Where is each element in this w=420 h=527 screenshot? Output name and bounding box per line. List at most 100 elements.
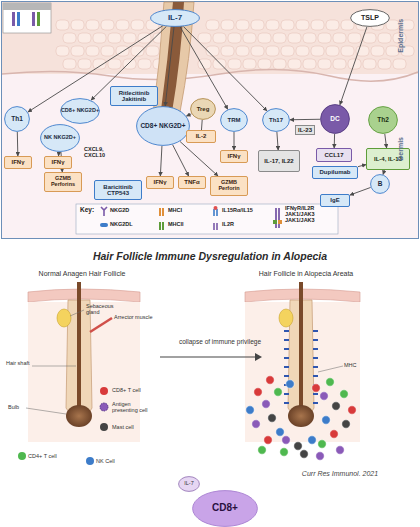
epidermal-cell <box>146 46 159 56</box>
layer-label: Dermis <box>397 124 405 174</box>
node-body: IFNγ <box>45 157 71 168</box>
cytokine-box: Ritlecitinib Jakitinib <box>110 86 158 106</box>
node-body: B <box>370 174 390 194</box>
cytokine-box: IgE <box>320 194 350 207</box>
cell-shape <box>371 175 390 194</box>
legend-entry: NKG2D <box>110 207 158 213</box>
epidermal-cell <box>131 20 144 30</box>
infiltrating-cell <box>276 428 284 436</box>
node-body: Th1 <box>4 106 30 132</box>
epidermal-cell <box>311 46 324 56</box>
node-body: IL-7 <box>150 9 200 27</box>
key-symbol <box>160 208 163 216</box>
mhc-symbol <box>313 339 318 341</box>
epidermal-cell <box>348 33 361 43</box>
cell-node: TRM <box>220 108 248 132</box>
receptor-inset <box>3 3 51 33</box>
node-text: TSLP <box>361 14 379 21</box>
key-frame <box>76 204 338 234</box>
infiltrating-cell <box>254 388 262 396</box>
cell-key <box>100 403 108 411</box>
epidermal-cell <box>56 20 69 30</box>
cell-key <box>86 457 94 465</box>
signal-arrow <box>160 146 162 176</box>
epidermal-cell <box>71 20 84 30</box>
node-text: IL-2 <box>196 133 207 139</box>
epidermal-cell <box>341 46 354 56</box>
layer-label: Epidermis <box>397 11 405 61</box>
mhc-symbol <box>313 357 318 359</box>
node-text: IgE <box>330 197 339 203</box>
epidermal-cell <box>288 33 301 43</box>
edge-label: IL-23 <box>295 125 315 136</box>
infiltrating-cell <box>268 414 276 422</box>
cytokine-box: IFNγ <box>4 156 32 169</box>
alopecia-follicle <box>279 309 293 327</box>
annotation-label: Hair shaft <box>6 360 32 366</box>
epidermal-cell <box>108 59 121 69</box>
epidermal-cell <box>243 33 256 43</box>
annotation-label: Key: <box>80 206 100 213</box>
annotation-label: Sebaceous gland <box>86 303 126 315</box>
epidermal-cell <box>281 20 294 30</box>
receptor-inset <box>12 12 15 26</box>
infiltrating-cell <box>274 388 282 396</box>
node-body: IFNγ <box>147 177 173 188</box>
signal-arrow <box>385 134 387 148</box>
signal-arrow <box>383 170 384 174</box>
node-text: GZMB Perforin <box>211 180 247 192</box>
infiltrating-cell <box>294 442 302 450</box>
cell-node: IL-7 <box>150 9 200 27</box>
node-body: CD8+ <box>192 490 258 527</box>
leader-line <box>70 310 84 316</box>
legend-entry: IL2R <box>222 221 274 227</box>
epidermal-cell <box>273 33 286 43</box>
node-text: IL-17, IL22 <box>264 158 293 164</box>
node-text: CCL17 <box>324 152 343 158</box>
node-text: CD8+ NKG2D+ <box>140 123 185 130</box>
node-body: IFNγ <box>5 157 31 168</box>
epidermal-cell <box>228 33 241 43</box>
epidermal-cell <box>56 46 69 56</box>
normal-follicle <box>66 405 92 427</box>
epidermal-cell <box>221 46 234 56</box>
node-body: CCL17 <box>317 149 351 161</box>
mhc-symbol <box>313 393 318 395</box>
receptor-inset <box>32 12 35 26</box>
annotation-label: Bulb <box>8 404 28 410</box>
node-body: TSLP <box>350 9 390 27</box>
cell-key <box>100 387 108 395</box>
epidermal-cell <box>221 20 234 30</box>
cell-shape <box>179 477 200 492</box>
node-body: Treg <box>190 98 216 120</box>
signal-arrow <box>173 145 189 176</box>
mhc-symbol <box>284 339 289 341</box>
node-body: CD8+ NKG2D+ <box>136 106 190 146</box>
normal-follicle <box>77 282 81 410</box>
node-text: IFNγ <box>11 159 24 165</box>
node-text: IL-7 <box>184 481 193 487</box>
epidermal-cell <box>213 33 226 43</box>
cell-shape <box>191 99 216 120</box>
epidermal-cell <box>281 46 294 56</box>
epidermal-cell <box>318 59 331 69</box>
epidermal-cell <box>363 33 376 43</box>
key-symbol <box>278 220 282 224</box>
infiltrating-cell <box>320 392 328 400</box>
node-body: IL-7 <box>178 476 200 492</box>
cell-shape <box>351 10 390 27</box>
receptor-inset <box>3 3 51 33</box>
cell-shape <box>151 10 200 27</box>
infiltrating-cell <box>326 378 334 386</box>
node-text: Dupilumab <box>320 169 351 175</box>
infiltrating-cell <box>300 450 308 458</box>
epidermal-cell <box>63 59 76 69</box>
infiltrating-cell <box>252 420 260 428</box>
node-text: IFNγ <box>227 153 240 159</box>
cell-node: CD8+ NKG2D+ <box>136 106 190 146</box>
epidermal-cell <box>288 59 301 69</box>
node-text: GZMB Perforins <box>45 176 81 188</box>
key-symbol <box>214 206 218 210</box>
skin-panel <box>2 2 419 239</box>
cytokine-box: IFNγ <box>44 156 72 169</box>
